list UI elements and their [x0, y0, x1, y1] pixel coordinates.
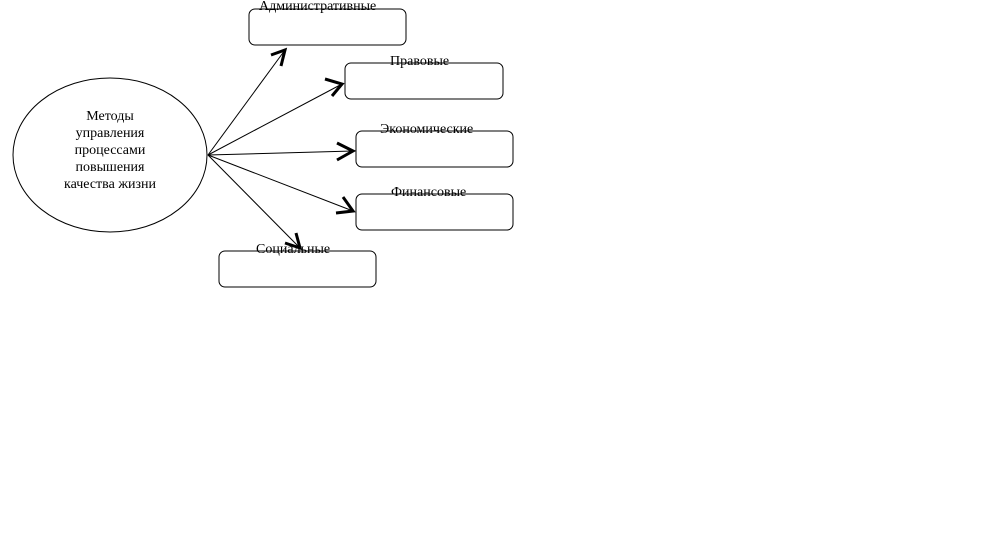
arrow-head-social — [284, 232, 303, 251]
arrows — [207, 47, 357, 251]
arrow-line-economic — [207, 150, 354, 156]
label-social: Социальные — [256, 242, 331, 257]
box-financial — [355, 193, 514, 231]
arrow-line-social — [207, 154, 301, 249]
center-line: управления — [75, 126, 145, 141]
arrow-head-legal — [324, 77, 345, 97]
center-line: процессами — [74, 143, 146, 158]
label-administrative: Административные — [259, 0, 377, 14]
arrow-line-legal — [207, 83, 343, 156]
center-node — [12, 77, 208, 233]
arrow-head-financial — [335, 196, 356, 215]
center-line: Методы — [86, 109, 134, 124]
box-legal — [344, 62, 504, 100]
center-line: качества жизни — [64, 177, 156, 192]
center-line: повышения — [75, 160, 145, 175]
arrow-line-financial — [207, 154, 354, 212]
box-administrative — [248, 8, 407, 46]
arrow-line-administrative — [207, 49, 286, 156]
box-economic — [355, 130, 514, 168]
label-economic: Экономические — [380, 122, 474, 137]
label-financial: Финансовые — [391, 185, 467, 200]
label-legal: Правовые — [390, 54, 450, 69]
arrow-head-economic — [336, 141, 357, 162]
arrow-head-administrative — [270, 47, 288, 67]
center-node-label: Методы управления процессами повышения к… — [40, 108, 180, 193]
box-social — [218, 250, 377, 288]
